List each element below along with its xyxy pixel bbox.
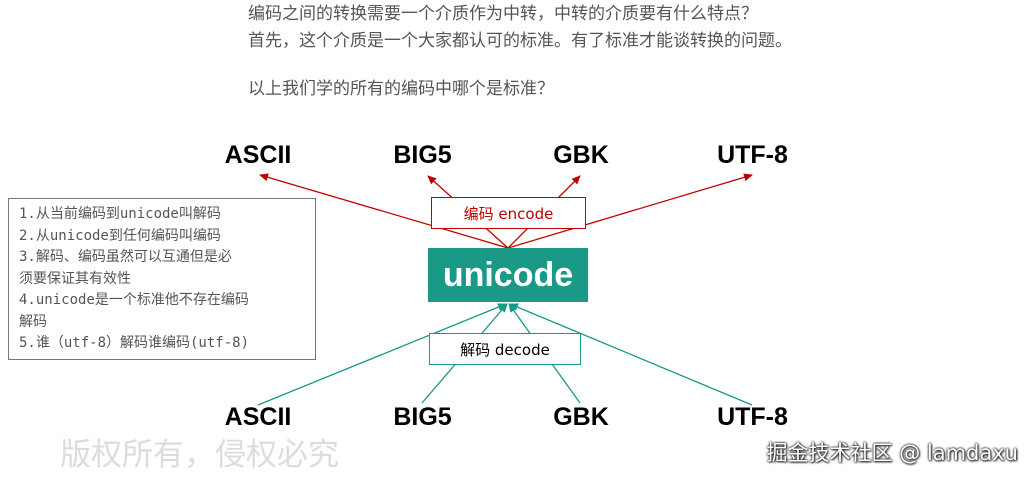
top-label-big5: BIG5 xyxy=(393,141,452,169)
bottom-label-big5: BIG5 xyxy=(393,403,452,431)
encode-arrow-ascii xyxy=(259,173,509,249)
top-label-ascii: ASCII xyxy=(224,141,292,169)
decode-arrow-utf8 xyxy=(509,303,753,406)
intro-line-1: 编码之间的转换需要一个介质作为中转，中转的介质要有什么特点？ xyxy=(248,4,758,24)
note-line: 2.从unicode到任何编码叫编码 xyxy=(19,227,221,244)
top-label-gbk: GBK xyxy=(553,141,609,169)
credit-text: 掘金技术社区 @ lamdaxu xyxy=(766,441,1018,465)
decode-box: 解码 decode xyxy=(429,333,581,365)
note-line: 5.谁（utf-8）解码谁编码(utf-8) xyxy=(19,335,250,351)
intro-line-2: 首先，这个介质是一个大家都认可的标准。有了标准才能谈转换的问题。 xyxy=(248,31,792,51)
decode-arrow-ascii xyxy=(257,303,507,406)
intro-line-3: 以上我们学的所有的编码中哪个是标准？ xyxy=(248,79,554,99)
bottom-label-gbk: GBK xyxy=(553,403,609,431)
copyright-text: 版权所有，侵权必究 xyxy=(60,437,339,473)
bottom-label-ascii: ASCII xyxy=(224,403,292,431)
note-line: 须要保证其有效性 xyxy=(19,270,131,287)
note-line: 解码 xyxy=(19,313,47,330)
encode-arrow-utf8 xyxy=(507,173,753,249)
encode-box: 编码 encode xyxy=(431,197,586,229)
note-line: 4.unicode是一个标准他不存在编码 xyxy=(19,292,249,308)
top-label-utf8: UTF-8 xyxy=(717,141,788,169)
notes-box: 1.从当前编码到unicode叫解码 2.从unicode到任何编码叫编码 3.… xyxy=(8,198,316,360)
note-line: 1.从当前编码到unicode叫解码 xyxy=(19,206,221,222)
note-line: 3.解码、编码虽然可以互通但是必 xyxy=(19,249,232,265)
bottom-label-utf8: UTF-8 xyxy=(717,403,788,431)
unicode-box: unicode xyxy=(428,248,588,302)
